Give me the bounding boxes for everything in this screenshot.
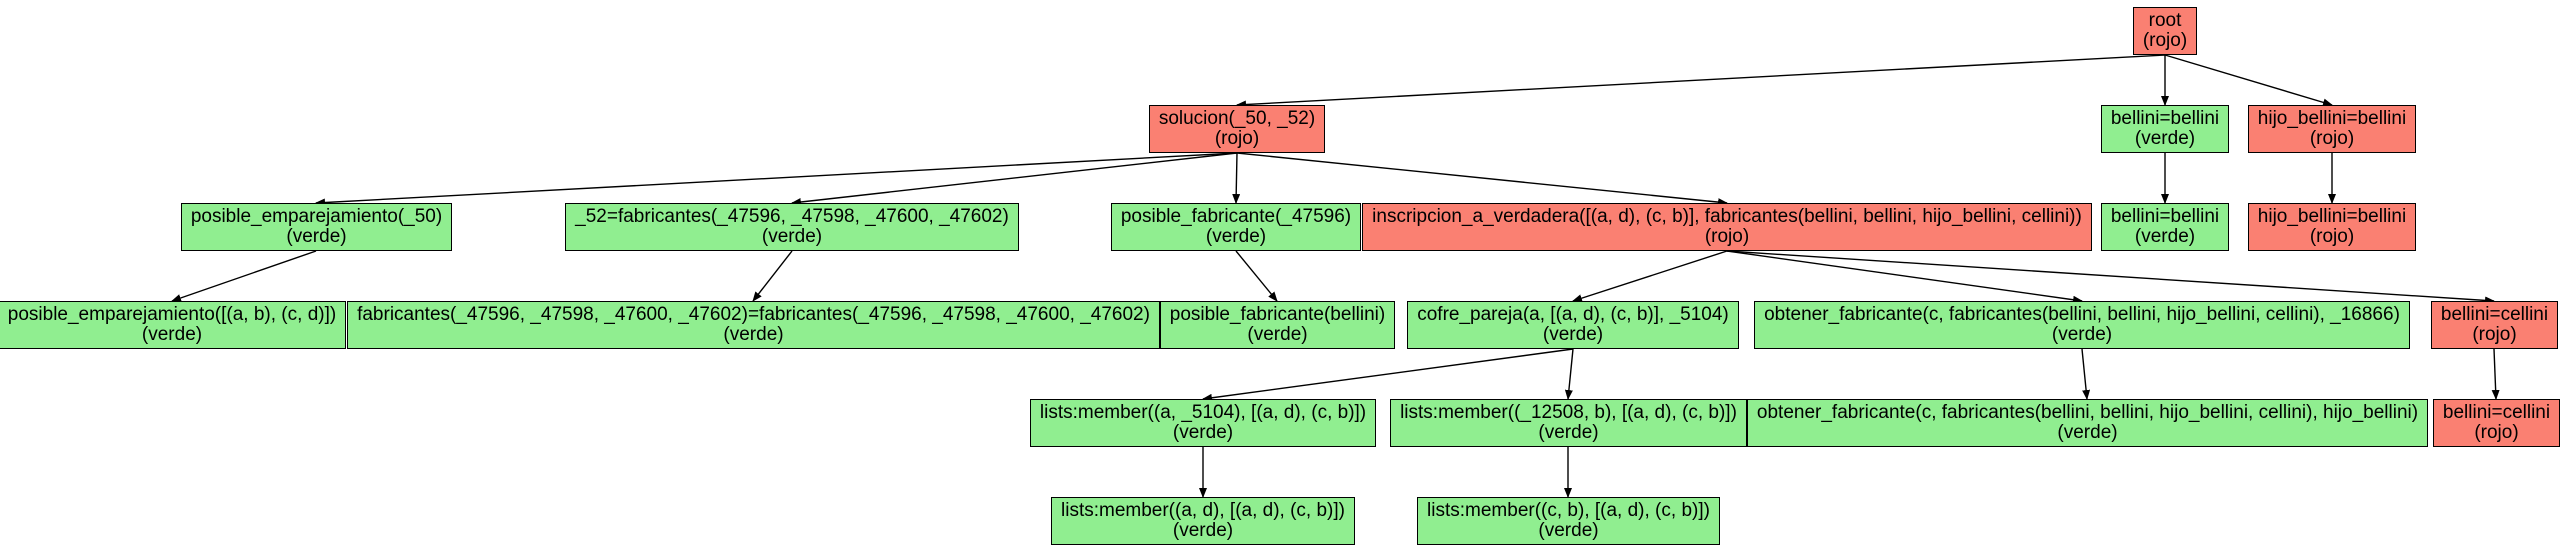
node-fabricantes-eq-fabricantes: fabricantes(_47596, _47598, _47600, _476…: [347, 301, 1160, 349]
node-label: posible_fabricante(_47596): [1120, 206, 1352, 227]
edge-n7-n13: [1572, 250, 1728, 303]
edge-n1-n7: [1236, 152, 1728, 207]
node-label: cofre_pareja(a, [(a, d), (c, b)], _5104): [1417, 304, 1729, 325]
edge-n7-n14: [1726, 250, 2083, 304]
node-inscripcion-a-verdadera: inscripcion_a_verdadera([(a, d), (c, b)]…: [1362, 203, 2092, 251]
node-label: lists:member((a, _5104), [(a, d), (c, b)…: [1039, 402, 1367, 423]
node-status: (verde): [1205, 226, 1267, 247]
node-status: (rojo): [2474, 422, 2519, 443]
edge-n4-n10: [171, 250, 317, 302]
edge-n0-n1: [1236, 54, 2166, 109]
node-solucion: solucion(_50, _52) (rojo): [1149, 105, 1325, 153]
edge-n1-n6: [1232, 152, 1241, 204]
node-bellini-eq-cellini-child: bellini=cellini (rojo): [2433, 399, 2560, 447]
edge-n0-n3: [2164, 54, 2333, 107]
node-status: (rojo): [2309, 226, 2355, 247]
node-label: bellini=bellini: [2110, 206, 2220, 227]
node-unify-fabricantes: _52=fabricantes(_47596, _47598, _47600, …: [565, 203, 1019, 251]
node-posible-fabricante-bellini: posible_fabricante(bellini) (verde): [1160, 301, 1395, 349]
node-label: fabricantes(_47596, _47598, _47600, _476…: [357, 304, 1150, 325]
node-label: obtener_fabricante(c, fabricantes(bellin…: [1756, 402, 2419, 423]
node-bellini-eq-bellini: bellini=bellini (verde): [2101, 105, 2229, 153]
node-label: posible_emparejamiento(_50): [190, 206, 443, 227]
node-label: hijo_bellini=bellini: [2257, 206, 2407, 227]
edge-n7-n15: [1726, 250, 2495, 305]
node-status: (verde): [2134, 128, 2196, 149]
edge-n6-n12: [1235, 250, 1278, 302]
node-status: (rojo): [2472, 324, 2517, 345]
node-label: lists:member((a, d), [(a, d), (c, b)]): [1061, 500, 1345, 521]
node-obtener-fabricante: obtener_fabricante(c, fabricantes(bellin…: [1754, 301, 2410, 349]
node-hijo-bellini-eq-bellini: hijo_bellini=bellini (rojo): [2248, 105, 2416, 153]
node-status: (verde): [1247, 324, 1308, 345]
node-status: (rojo): [2142, 30, 2188, 51]
node-status: (verde): [2051, 324, 2113, 345]
node-status: (verde): [1172, 422, 1234, 443]
node-label: lists:member((_12508, b), [(a, d), (c, b…: [1400, 402, 1737, 423]
node-label: _52=fabricantes(_47596, _47598, _47600, …: [575, 206, 1009, 227]
node-status: (verde): [1538, 520, 1599, 541]
node-label: hijo_bellini=bellini: [2257, 108, 2407, 129]
node-status: (verde): [286, 226, 347, 247]
node-lists-member-c-b: lists:member((c, b), [(a, d), (c, b)]) (…: [1417, 497, 1720, 545]
node-lists-member-b: lists:member((_12508, b), [(a, d), (c, b…: [1390, 399, 1747, 447]
node-label: bellini=cellini: [2440, 304, 2549, 325]
node-status: (verde): [2134, 226, 2196, 247]
node-label: inscripcion_a_verdadera([(a, d), (c, b)]…: [1372, 206, 2082, 227]
node-label: root: [2148, 10, 2182, 31]
edge-n13-n16: [1202, 348, 1574, 402]
node-root: root (rojo): [2133, 7, 2197, 55]
node-lists-member-a-d: lists:member((a, d), [(a, d), (c, b)]) (…: [1051, 497, 1355, 545]
node-label: bellini=bellini: [2110, 108, 2220, 129]
node-cofre-pareja: cofre_pareja(a, [(a, d), (c, b)], _5104)…: [1407, 301, 1739, 349]
node-status: (rojo): [1214, 128, 1260, 149]
node-posible-emparejamiento: posible_emparejamiento(_50) (verde): [181, 203, 452, 251]
edge-n14-n18: [2081, 348, 2091, 400]
node-posible-fabricante: posible_fabricante(_47596) (verde): [1111, 203, 1361, 251]
node-status: (verde): [1172, 520, 1234, 541]
edge-n1-n5: [791, 152, 1238, 206]
node-label: lists:member((c, b), [(a, d), (c, b)]): [1427, 500, 1710, 521]
edge-n15-n19: [2491, 348, 2500, 400]
node-status: (verde): [1538, 422, 1599, 443]
node-status: (verde): [2057, 422, 2118, 443]
node-status: (rojo): [2309, 128, 2355, 149]
node-label: posible_emparejamiento([(a, b), (c, d)]): [7, 304, 337, 325]
node-label: posible_fabricante(bellini): [1169, 304, 1386, 325]
node-lists-member-a: lists:member((a, _5104), [(a, d), (c, b)…: [1030, 399, 1376, 447]
node-label: obtener_fabricante(c, fabricantes(bellin…: [1764, 304, 2400, 325]
node-status: (verde): [141, 324, 203, 345]
edge-n5-n11: [752, 250, 793, 302]
node-bellini-eq-cellini: bellini=cellini (rojo): [2431, 301, 2558, 349]
node-obtener-fabricante-hijo-bellini: obtener_fabricante(c, fabricantes(bellin…: [1747, 399, 2428, 447]
edge-n1-n4: [315, 152, 1238, 207]
node-bellini-eq-bellini-child: bellini=bellini (verde): [2101, 203, 2229, 251]
node-posible-emparejamiento-list: posible_emparejamiento([(a, b), (c, d)])…: [0, 301, 346, 349]
node-label: solucion(_50, _52): [1158, 108, 1316, 129]
node-status: (verde): [1542, 324, 1604, 345]
node-status: (verde): [761, 226, 823, 247]
node-status: (verde): [723, 324, 784, 345]
node-label: bellini=cellini: [2442, 402, 2551, 423]
node-status: (rojo): [1704, 226, 1750, 247]
node-hijo-bellini-eq-bellini-child: hijo_bellini=bellini (rojo): [2248, 203, 2416, 251]
edge-n13-n17: [1564, 348, 1574, 400]
